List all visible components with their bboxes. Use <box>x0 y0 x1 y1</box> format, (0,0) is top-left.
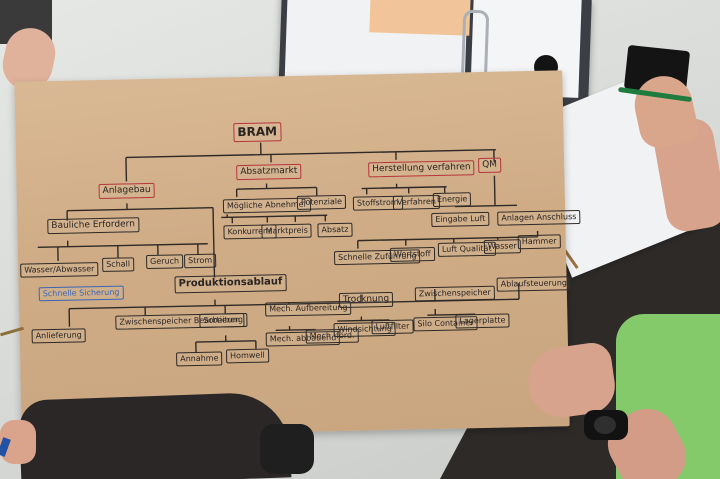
node-anlagen-anschluss: Anlagen Anschluss <box>497 209 581 227</box>
shoe <box>260 424 314 474</box>
node-sortieren: Sortieren <box>199 313 245 329</box>
node-strom: Strom <box>183 253 217 269</box>
node-lagerplatte: Lagerplatte <box>455 313 510 329</box>
node-eingabe-luft: Eingabe Luft <box>431 211 490 228</box>
node-potenziale: Potenziale <box>296 194 347 211</box>
node-energie: Energie <box>432 192 472 208</box>
node-herstellung: Herstellung verfahren <box>368 160 475 178</box>
node-anlieferung: Anlieferung <box>31 328 86 344</box>
node-trocknung: Trocknung <box>338 291 394 309</box>
node-ablaufsteuerung: Ablaufsteuerung <box>496 276 572 293</box>
org-chart: BRAM Anlagebau Absatzmarkt Herstellung v… <box>14 70 581 437</box>
watch-face <box>594 416 616 434</box>
node-anlagebau: Anlagebau <box>98 182 155 200</box>
node-sicherung: Schnelle Sicherung <box>38 285 124 302</box>
node-wasser: Wasser/Abwasser <box>20 262 99 279</box>
chart-title: BRAM <box>233 122 282 142</box>
node-schall: Schall <box>102 257 135 273</box>
node-marktpreis: Marktpreis <box>261 223 313 240</box>
node-geruch: Geruch <box>145 254 184 270</box>
node-absatzmarkt: Absatzmarkt <box>236 163 302 181</box>
dark-object-bottom <box>18 391 292 479</box>
node-qm: QM <box>478 157 502 174</box>
node-zwischenspeicher-2: Zwischenspeicher <box>414 285 495 302</box>
node-wertstoff: Wertstoff <box>389 247 435 263</box>
node-wasser-qm: Wasser <box>483 239 521 255</box>
node-luftfilter: Luftfilter <box>371 319 414 335</box>
node-hammer: Hammer <box>517 234 561 250</box>
node-bauliche: Bauliche Erfordern <box>47 217 140 235</box>
node-produktionsablauf: Produktionsablauf <box>174 274 287 293</box>
orange-sheet <box>369 0 471 36</box>
node-homwell: Homwell <box>225 348 269 364</box>
node-annahme: Annahme <box>176 351 223 367</box>
chart-lines <box>37 142 539 353</box>
node-absatz: Absatz <box>317 222 353 238</box>
